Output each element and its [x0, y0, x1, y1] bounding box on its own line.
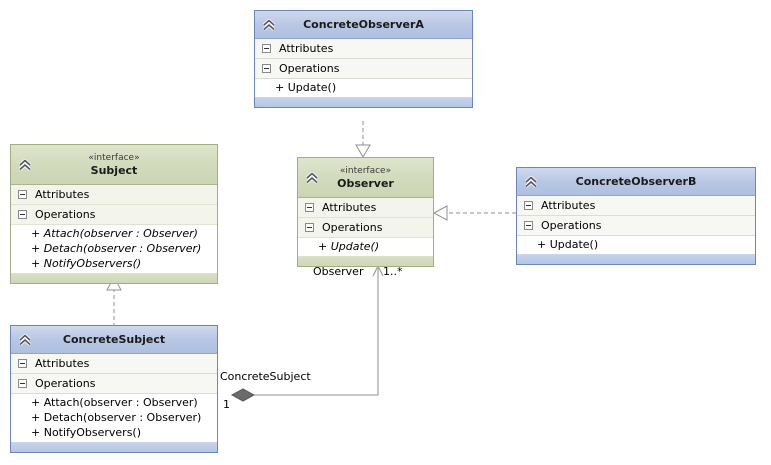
- operations-label: Operations: [322, 221, 383, 234]
- operation-item: + Update(): [537, 238, 599, 251]
- connector-concreteobserverb-to-observer: [432, 205, 516, 221]
- class-stereotype-subject: «interface»: [88, 152, 140, 163]
- class-name-subject: Subject: [90, 163, 138, 177]
- attributes-label: Attributes: [35, 188, 90, 201]
- class-box-subject[interactable]: «interface» Subject Attributes Operation…: [10, 144, 218, 284]
- chevron-up-double-icon: [17, 332, 33, 348]
- compartment-attributes-subject[interactable]: Attributes: [11, 185, 217, 205]
- connector-concretesubject-to-subject: [106, 275, 122, 327]
- operations-label: Operations: [279, 62, 340, 75]
- collapse-minus-icon[interactable]: [305, 223, 314, 232]
- operations-label: Operations: [35, 208, 96, 221]
- class-box-concreteobservera[interactable]: ConcreteObserverA Attributes Operations …: [254, 10, 473, 108]
- class-footer-concreteobservera: [255, 97, 472, 107]
- class-name-concreteobservera: ConcreteObserverA: [303, 18, 424, 31]
- operations-list-subject: + Attach(observer : Observer) + Detach(o…: [11, 225, 217, 273]
- class-footer-observer: [298, 256, 433, 266]
- class-header-subject: «interface» Subject: [11, 145, 217, 185]
- operation-item: + Update(): [275, 81, 337, 94]
- compartment-attributes-concretesubject[interactable]: Attributes: [11, 354, 217, 374]
- class-header-concreteobserverb: ConcreteObserverB: [517, 168, 755, 196]
- class-footer-subject: [11, 273, 217, 283]
- compartment-operations-subject[interactable]: Operations: [11, 205, 217, 225]
- compartment-attributes-concreteobserverb[interactable]: Attributes: [517, 196, 755, 216]
- operation-item: + NotifyObservers(): [31, 426, 142, 439]
- collapse-minus-icon[interactable]: [262, 64, 271, 73]
- attributes-label: Attributes: [279, 42, 334, 55]
- attributes-label: Attributes: [541, 199, 596, 212]
- operation-item: + Attach(observer : Observer): [31, 396, 198, 409]
- collapse-minus-icon[interactable]: [524, 201, 533, 210]
- operation-item: + Detach(observer : Observer): [31, 242, 202, 255]
- attributes-label: Attributes: [322, 201, 377, 214]
- operations-list-concreteobserverb: + Update(): [517, 236, 755, 254]
- collapse-minus-icon[interactable]: [18, 190, 27, 199]
- class-name-concretesubject: ConcreteSubject: [62, 333, 166, 346]
- operations-label: Operations: [541, 219, 602, 232]
- compartment-attributes-concreteobservera[interactable]: Attributes: [255, 39, 472, 59]
- operation-item: + NotifyObservers(): [31, 257, 142, 270]
- chevron-up-double-icon: [17, 157, 33, 173]
- class-header-concretesubject: ConcreteSubject: [11, 326, 217, 354]
- connector-concreteobservera-to-observer: [355, 121, 371, 158]
- compartment-operations-concretesubject[interactable]: Operations: [11, 374, 217, 394]
- operations-list-observer: + Update(): [298, 238, 433, 256]
- operation-item: + Attach(observer : Observer): [31, 227, 198, 240]
- class-name-concreteobserverb: ConcreteObserverB: [575, 175, 697, 188]
- collapse-minus-icon[interactable]: [524, 221, 533, 230]
- chevron-up-double-icon: [523, 174, 539, 190]
- edge-label-concretesubject-multiplicity: 1: [223, 398, 230, 411]
- class-box-observer[interactable]: «interface» Observer Attributes Operatio…: [297, 157, 434, 267]
- class-stereotype-observer: «interface»: [339, 165, 392, 176]
- compartment-operations-observer[interactable]: Operations: [298, 218, 433, 238]
- edge-label-observer-role: Observer: [313, 265, 364, 278]
- chevron-up-double-icon: [304, 170, 320, 186]
- operation-item: + Detach(observer : Observer): [31, 411, 202, 424]
- compartment-attributes-observer[interactable]: Attributes: [298, 198, 433, 218]
- class-box-concreteobserverb[interactable]: ConcreteObserverB Attributes Operations …: [516, 167, 756, 265]
- collapse-minus-icon[interactable]: [18, 210, 27, 219]
- chevron-up-double-icon: [261, 17, 277, 33]
- collapse-minus-icon[interactable]: [305, 203, 314, 212]
- compartment-operations-concreteobservera[interactable]: Operations: [255, 59, 472, 79]
- class-name-observer: Observer: [337, 176, 394, 190]
- collapse-minus-icon[interactable]: [18, 359, 27, 368]
- edge-label-concretesubject-role: ConcreteSubject: [220, 370, 311, 383]
- operations-list-concreteobservera: + Update(): [255, 79, 472, 97]
- compartment-operations-concreteobserverb[interactable]: Operations: [517, 216, 755, 236]
- class-box-concretesubject[interactable]: ConcreteSubject Attributes Operations + …: [10, 325, 218, 453]
- edge-label-observer-multiplicity: 1..*: [383, 265, 403, 278]
- class-header-concreteobservera: ConcreteObserverA: [255, 11, 472, 39]
- operation-item: + Update(): [318, 240, 380, 253]
- operations-list-concretesubject: + Attach(observer : Observer) + Detach(o…: [11, 394, 217, 442]
- operations-label: Operations: [35, 377, 96, 390]
- collapse-minus-icon[interactable]: [262, 44, 271, 53]
- class-header-observer: «interface» Observer: [298, 158, 433, 198]
- class-footer-concreteobserverb: [517, 254, 755, 264]
- attributes-label: Attributes: [35, 357, 90, 370]
- collapse-minus-icon[interactable]: [18, 379, 27, 388]
- class-footer-concretesubject: [11, 442, 217, 452]
